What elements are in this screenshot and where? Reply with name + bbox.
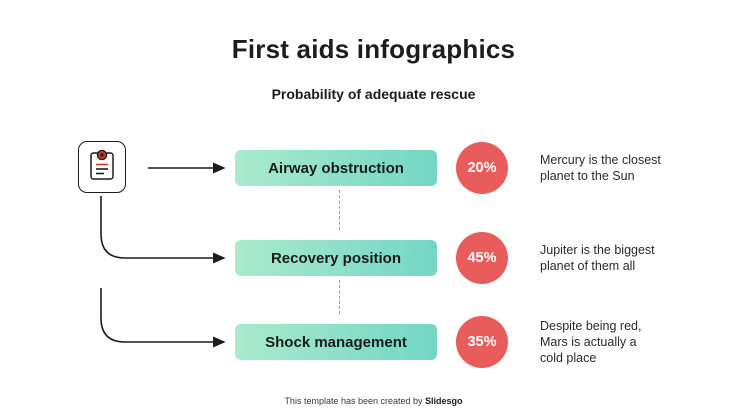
dotted-connector [339, 190, 340, 230]
percent-badge: 45% [456, 232, 508, 284]
list-item-airway-obstruction: Airway obstruction 20% Mercury is the cl… [235, 142, 662, 194]
list-item-shock-management: Shock management 35% Despite being red, … [235, 316, 662, 368]
percent-badge: 35% [456, 316, 508, 368]
clipboard-icon-box [78, 141, 126, 193]
footer-text: This template has been created by [284, 396, 426, 406]
page-title: First aids infographics [231, 34, 516, 64]
clipboard-icon [88, 148, 116, 187]
page-subtitle: Probability of adequate rescue [271, 86, 476, 102]
footer-credit: This template has been created by Slides… [0, 396, 747, 406]
row-description: Mercury is the closest planet to the Sun [540, 153, 661, 183]
row-description: Despite being red, Mars is actually a co… [540, 319, 642, 365]
bar-label: Recovery position [235, 240, 437, 276]
footer-brand: Slidesgo [425, 396, 463, 406]
dotted-connector [339, 280, 340, 314]
bar-label: Airway obstruction [235, 150, 437, 186]
list-item-recovery-position: Recovery position 45% Jupiter is the big… [235, 232, 662, 284]
bar-label: Shock management [235, 324, 437, 360]
row-description: Jupiter is the biggest planet of them al… [540, 243, 655, 273]
percent-badge: 20% [456, 142, 508, 194]
